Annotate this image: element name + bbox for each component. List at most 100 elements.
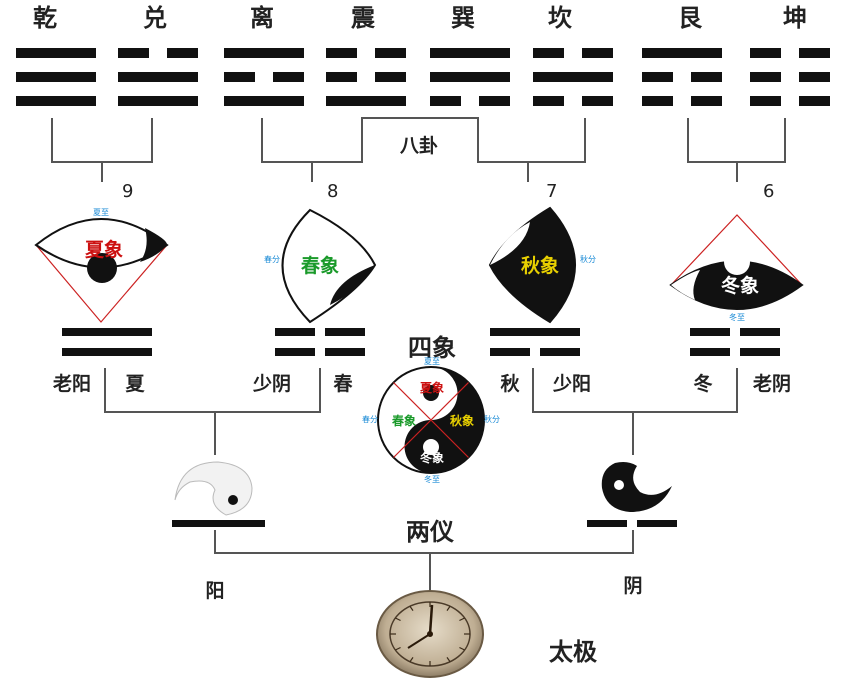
trigram-line-yin [750,96,781,106]
xiazhi-label: 夏至 [93,208,109,217]
trigram-line-yin [375,72,406,82]
clock-tick [409,657,414,663]
taiji-xiazhi: 夏至 [424,357,440,366]
summer-fan-text: 夏象 [85,238,123,261]
yin-label: 阴 [623,575,642,597]
trigram-line-yang [16,48,96,58]
trigram-line-yin [642,96,673,106]
yang-symbol [172,461,265,527]
trigram-line-yin [430,96,461,106]
sixiang-symbols [62,328,780,356]
clock-tick [395,646,401,651]
trigram-line-yang [326,96,406,106]
label-xia: 夏 [125,373,145,395]
number-8: 8 [327,181,338,202]
trigram-line-yang [16,96,96,106]
clock-tick [446,657,451,663]
trigram-line-yang [430,72,510,82]
trigram-name-dui: 兑 [143,4,167,32]
xiang-line-yin [690,348,730,356]
trigram-line-yin [326,72,357,82]
taiji-summer-text: 夏象 [420,380,444,395]
taiji-dongzhi: 冬至 [424,474,440,484]
xiang-line-yin [490,348,530,356]
clock-tick [409,605,414,611]
xiang-line-yin [275,348,315,356]
trigram-line-yin [224,72,255,82]
trigram-line-yin [582,96,613,106]
number-6: 6 [763,181,774,202]
bagua-connectors [51,117,786,182]
taiji-chunfen: 春分 [362,414,378,424]
trigram-line-yin [273,72,304,82]
trigram-line-yin [642,72,673,82]
clock-tick [459,617,465,622]
sixiang-label: 四象 [408,334,456,362]
clock-tick [395,617,401,622]
spring-fan: 春象 春分 [264,208,377,324]
trigram-line-yang [642,48,722,58]
trigram-line-yin [750,72,781,82]
xiang-line-yin [275,328,315,336]
dongzhi-label: 冬至 [729,312,745,322]
taiji-label: 太极 [549,638,597,666]
summer-fan: 夏象 夏至 [34,208,169,323]
trigram-line-yin [533,48,564,58]
label-laoyang: 老阳 [53,372,91,395]
bagua-label: 八卦 [400,134,438,157]
trigram-line-yin [375,48,406,58]
trigram-line-yin [691,96,722,106]
xiang-line-yang [62,348,152,356]
trigram-line-yang [430,48,510,58]
trigram-line-yang [224,48,304,58]
autumn-fan-text: 秋象 [521,254,559,277]
qiufen-label: 秋分 [580,254,596,264]
winter-fan: 冬象 冬至 [669,214,804,322]
trigram-line-yin [799,48,830,58]
trigram-name-qian: 乾 [33,4,57,32]
xiang-line-yang [490,328,580,336]
yang-label: 阳 [205,580,224,602]
yin-symbol [587,462,677,527]
clock-tick [459,646,465,651]
trigram-line-yang [16,72,96,82]
trigram-line-yang [118,72,198,82]
taiji-clock-icon [376,590,484,678]
winter-fan-text: 冬象 [721,274,759,297]
label-shaoyang: 少阳 [552,373,591,395]
number-9: 9 [122,181,133,202]
autumn-fan: 秋象 秋分 [488,206,596,324]
sixiang-connectors [104,368,738,455]
xiang-line-yin [740,328,780,336]
label-laoyin: 老阴 [753,372,791,395]
trigram-line-yin [691,72,722,82]
trigram-name-li: 离 [250,4,274,32]
liangyi-label: 两仪 [406,518,455,546]
chunfen-label: 春分 [264,254,280,264]
trigram-line-yin [533,96,564,106]
trigram-line-yang [533,72,613,82]
taiji-qiufen: 秋分 [484,414,500,424]
label-dong: 冬 [693,372,712,395]
trigram-line-yin [118,48,149,58]
taiji-spring-text: 春象 [391,413,416,428]
spring-fan-text: 春象 [301,254,339,277]
label-chun: 春 [333,372,352,395]
trigram-line-yin [799,72,830,82]
trigram-line-yin [479,96,510,106]
xiang-line-yin [325,348,365,356]
trigram-line-yang [118,96,198,106]
trigram-line-yin [799,96,830,106]
trigram-line-yin [750,48,781,58]
xiang-line-yin [740,348,780,356]
xiang-line-yang [62,328,152,336]
taiji-winter-text: 冬象 [420,450,444,465]
taiji-autumn-text: 秋象 [450,413,474,428]
trigram-line-yin [582,48,613,58]
trigram-name-xun: 巽 [451,4,475,32]
trigram-line-yang [224,96,304,106]
trigram-symbols [16,48,830,106]
label-shaoyin: 少阴 [252,373,291,395]
